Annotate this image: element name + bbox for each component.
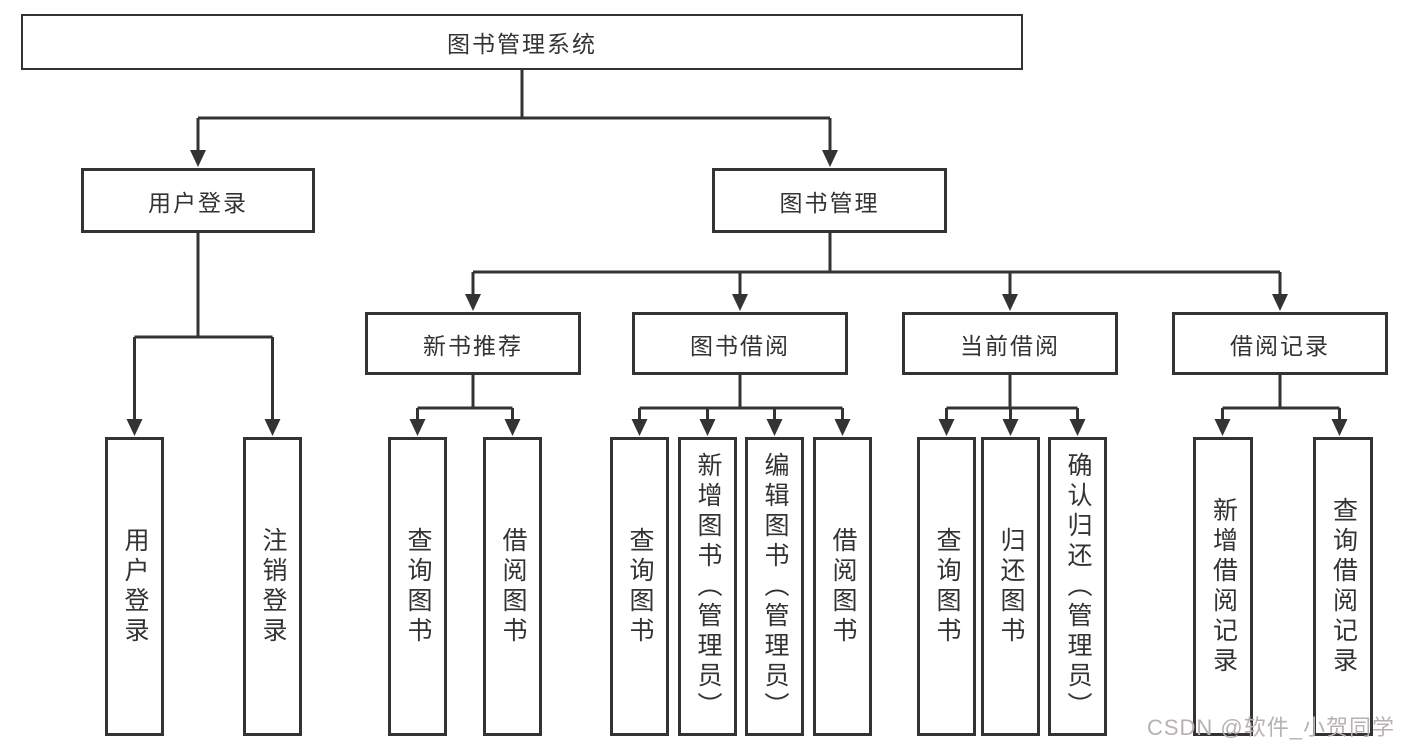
- node-book-borrow: 图书借阅: [632, 312, 848, 375]
- leaf-query-borrow-record-label: 查询借阅记录: [1329, 496, 1358, 677]
- leaf-borrow-books-recommend-label: 借阅图书: [499, 526, 527, 647]
- leaf-logout-label: 注销登录: [259, 526, 287, 647]
- leaf-add-book-admin-label: 新增图书（管理员）: [694, 451, 722, 722]
- leaf-query-borrow-record: 查询借阅记录: [1313, 437, 1373, 736]
- node-user-login: 用户登录: [81, 168, 315, 233]
- leaf-return-books-label: 归还图书: [997, 526, 1025, 647]
- csdn-watermark: CSDN @软件_小贺同学: [1146, 715, 1395, 740]
- node-library-system: 图书管理系统: [21, 14, 1023, 70]
- leaf-query-books-recommend-label: 查询图书: [404, 526, 432, 647]
- leaf-confirm-return-admin: 确认归还（管理员）: [1048, 437, 1107, 736]
- leaf-add-book-admin: 新增图书（管理员）: [678, 437, 737, 736]
- node-book-borrow-label: 图书借阅: [690, 332, 790, 359]
- node-library-system-label: 图书管理系统: [447, 31, 597, 57]
- node-current-borrow-label: 当前借阅: [960, 332, 1060, 359]
- node-new-book-recommend-label: 新书推荐: [423, 332, 523, 359]
- node-new-book-recommend: 新书推荐: [365, 312, 581, 375]
- leaf-add-borrow-record-label: 新增借阅记录: [1209, 496, 1238, 677]
- node-book-management: 图书管理: [712, 168, 947, 233]
- leaf-borrow-books: 借阅图书: [813, 437, 872, 736]
- leaf-query-books-current-label: 查询图书: [933, 526, 961, 647]
- leaf-add-borrow-record: 新增借阅记录: [1193, 437, 1253, 736]
- node-borrow-records: 借阅记录: [1172, 312, 1388, 375]
- leaf-user-login: 用户登录: [105, 437, 164, 736]
- leaf-query-books-current: 查询图书: [917, 437, 976, 736]
- leaf-edit-book-admin: 编辑图书（管理员）: [745, 437, 804, 736]
- leaf-borrow-books-recommend: 借阅图书: [483, 437, 542, 736]
- leaf-return-books: 归还图书: [981, 437, 1040, 736]
- node-user-login-label: 用户登录: [148, 189, 248, 216]
- node-current-borrow: 当前借阅: [902, 312, 1118, 375]
- leaf-query-books-borrow: 查询图书: [610, 437, 669, 736]
- leaf-logout: 注销登录: [243, 437, 302, 736]
- leaf-confirm-return-admin-label: 确认归还（管理员）: [1064, 451, 1092, 722]
- leaf-borrow-books-label: 借阅图书: [829, 526, 857, 647]
- leaf-query-books-borrow-label: 查询图书: [626, 526, 654, 647]
- node-book-management-label: 图书管理: [779, 189, 880, 216]
- node-borrow-records-label: 借阅记录: [1230, 332, 1330, 359]
- leaf-query-books-recommend: 查询图书: [388, 437, 447, 736]
- leaf-user-login-label: 用户登录: [121, 526, 149, 647]
- leaf-edit-book-admin-label: 编辑图书（管理员）: [761, 451, 789, 722]
